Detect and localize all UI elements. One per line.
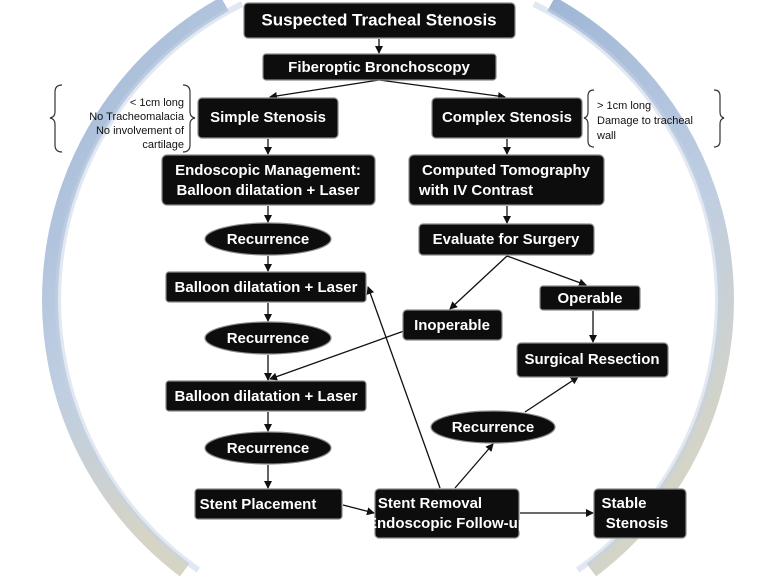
node-label: Recurrence	[452, 419, 535, 436]
node-evaluate-for-surgery: Evaluate for Surgery	[418, 223, 595, 256]
note-line: > 1cm long	[597, 100, 651, 112]
node-recurrence-3: Recurrence	[430, 410, 556, 444]
node-computed-tomography: Computed Tomography with IV Contrast	[408, 154, 605, 206]
node-complex-stenosis: Complex Stenosis	[431, 97, 583, 139]
node-label: Surgical Resection	[524, 351, 659, 368]
node-label: Stable	[601, 495, 646, 512]
node-label: with IV Contrast	[418, 182, 533, 199]
node-label: Stent Placement	[200, 496, 317, 513]
note-line: < 1cm long	[130, 97, 184, 109]
note-line: wall	[596, 130, 616, 142]
node-recurrence-1: Recurrence	[204, 222, 332, 256]
node-label: Evaluate for Surgery	[433, 231, 580, 248]
node-inoperable: Inoperable	[402, 309, 503, 341]
node-label: Stenosis	[606, 515, 669, 532]
note-line: Damage to tracheal	[597, 115, 693, 127]
note-line: No involvement of	[96, 125, 185, 137]
node-endoscopic-management: Endoscopic Management: Balloon dilatatio…	[161, 154, 376, 206]
node-suspected-tracheal-stenosis: Suspected Tracheal Stenosis	[243, 2, 516, 39]
note-line: No Tracheomalacia	[89, 111, 185, 123]
node-label: Computed Tomography	[422, 162, 591, 179]
note-complex-criteria: > 1cm long Damage to tracheal wall	[583, 89, 725, 148]
node-label: Endoscopic Follow-up	[367, 515, 527, 532]
node-label: Recurrence	[227, 231, 310, 248]
node-stent-removal: Stent Removal Endoscopic Follow-up	[367, 488, 527, 539]
node-label: Balloon dilatation + Laser	[175, 279, 358, 296]
node-stent-placement: Stent Placement	[194, 488, 343, 520]
node-simple-stenosis: Simple Stenosis	[197, 97, 339, 139]
node-label: Recurrence	[227, 330, 310, 347]
node-label: Balloon dilatation + Laser	[177, 182, 360, 199]
node-label: Suspected Tracheal Stenosis	[261, 10, 496, 29]
node-recurrence-4: Recurrence	[204, 431, 332, 465]
node-label: Complex Stenosis	[442, 109, 572, 126]
node-surgical-resection: Surgical Resection	[516, 342, 669, 378]
note-simple-criteria: < 1cm long No Tracheomalacia No involvem…	[49, 84, 196, 153]
note-line: cartilage	[142, 139, 184, 151]
node-label: Stent Removal	[378, 495, 482, 512]
node-recurrence-2: Recurrence	[204, 321, 332, 355]
node-label: Endoscopic Management:	[175, 162, 361, 179]
node-stable-stenosis: Stable Stenosis	[593, 488, 687, 539]
node-label: Fiberoptic Bronchoscopy	[288, 59, 470, 76]
node-label: Recurrence	[227, 440, 310, 457]
node-fiberoptic-bronchoscopy: Fiberoptic Bronchoscopy	[262, 53, 497, 81]
node-balloon-dilatation-2: Balloon dilatation + Laser	[165, 380, 367, 412]
node-label: Balloon dilatation + Laser	[175, 388, 358, 405]
arrows	[264, 39, 597, 517]
node-operable: Operable	[539, 285, 641, 311]
node-label: Inoperable	[414, 317, 490, 334]
node-balloon-dilatation-1: Balloon dilatation + Laser	[165, 271, 367, 303]
node-label: Operable	[557, 290, 622, 307]
node-label: Simple Stenosis	[210, 109, 326, 126]
